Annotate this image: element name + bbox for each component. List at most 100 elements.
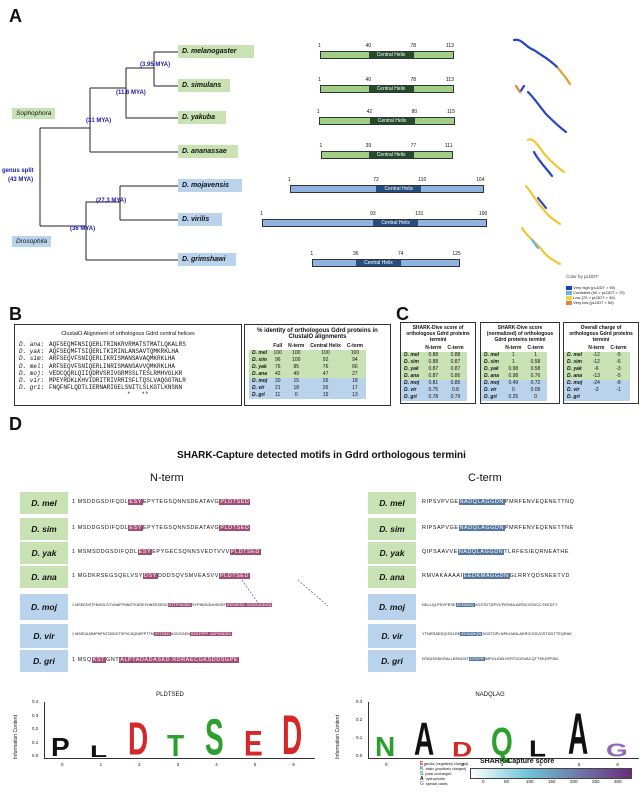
capture-species-label: D. ana <box>368 566 416 588</box>
logo-c-ylabel: Information Content <box>334 715 341 759</box>
aa-legend-label: acidic (negatively charged) <box>425 762 469 766</box>
motif-highlight: RDRAECGKSDDSGPE <box>171 657 240 663</box>
table-row-species: D. gri <box>252 392 265 398</box>
charge-title: Overall charge of orthologous Gdrd prote… <box>569 325 633 343</box>
score-tick: 100 <box>526 779 534 784</box>
table-cell: 0.98 <box>508 373 519 379</box>
sequence-segment: RIPSVPVGE <box>422 499 459 505</box>
aa-legend-label: hydrophobic <box>425 777 446 781</box>
table-header: C-term <box>610 345 627 351</box>
table-row-species: D. moj <box>567 380 583 386</box>
logo-x-tick: 1 <box>423 762 427 767</box>
logo-x-tick: 5 <box>577 762 581 767</box>
protein-bar: Central Helix <box>262 219 487 227</box>
table-cell: 94 <box>352 357 358 363</box>
plddt-legend-label: Low (70 > pLDDT > 50) <box>573 295 615 300</box>
logo-letter: G <box>606 739 629 761</box>
alignment-species: D. ana: <box>19 341 45 348</box>
table-header: C-term <box>527 345 544 351</box>
motif-highlight: NADQLAGGDN <box>458 525 505 531</box>
table-row-species: D. yak <box>252 364 267 370</box>
sequence-segment: AGDGGEN <box>170 632 190 636</box>
capture-species-label: D. moj <box>20 594 68 620</box>
protein-position-h1: 39 <box>365 143 372 149</box>
plddt-legend-title: Color by pLDDT <box>566 274 599 279</box>
table-cell: 76 <box>274 364 281 370</box>
alignment-species: D. vir: <box>19 377 45 385</box>
table-row-species: D. mel <box>252 350 268 356</box>
protein-position-end: 113 <box>445 77 454 83</box>
logo-y-tick: 0.1 <box>356 735 363 740</box>
table-row-species: D. vir <box>252 385 265 391</box>
logo-letter: L <box>89 741 107 761</box>
protein-position-h2: 131 <box>415 211 424 217</box>
table-row: D. sim-12-6 <box>564 359 630 366</box>
table-cell: -8 <box>616 380 621 386</box>
protein-position-h2: 78 <box>410 43 417 49</box>
logo-y-tick: 0.4 <box>32 699 39 704</box>
table-header <box>401 345 422 352</box>
logo-letter: N <box>375 730 396 762</box>
sequence-segment: DDDSQVSMVEASVV <box>157 573 219 579</box>
table-cell: 15 <box>322 392 329 398</box>
table-cell: 20 <box>274 378 281 384</box>
motif-highlight: SSGGDDDGQ <box>245 603 273 607</box>
alignment-species: D. yak: <box>19 348 45 356</box>
logo-x-tick: 1 <box>99 762 103 767</box>
protein-position-end: 164 <box>476 177 485 183</box>
logo-letter: D <box>452 737 473 761</box>
table-cell: 0.98 <box>508 366 519 372</box>
table-cell: 0.87 <box>428 373 439 379</box>
logo-letter: D <box>128 711 149 765</box>
motif-highlight: ESSSEED <box>226 603 246 607</box>
clade-sophophora: Sophophora <box>12 108 56 119</box>
alignment-species: D. gri: <box>19 384 45 392</box>
protein-position-h1: 40 <box>365 43 372 49</box>
species-yakuba: D. yakuba <box>178 111 226 124</box>
mya-3-95: (3.95 MYA) <box>140 62 171 68</box>
alphafold-structures <box>512 38 572 266</box>
protein-position-h1: 36 <box>352 251 359 257</box>
species-grimshawi: D. grimshawi <box>178 253 236 266</box>
table-cell: 0.87 <box>428 366 439 372</box>
table-cell: 26 <box>322 385 329 391</box>
motif-highlight: ESY <box>137 549 153 555</box>
table-cell: 0.86 <box>450 373 461 379</box>
central-helix-segment: Central Helix <box>376 186 422 192</box>
logo-x-tick: 4 <box>215 762 218 767</box>
logo-y-tick: 0.3 <box>356 699 363 704</box>
table-cell: 0.25 <box>508 394 519 400</box>
sequence-segment: 1 MSEDDSTFMVDLGYVNAFPNNSTKDREYHNSSSEDS <box>72 603 168 607</box>
sequence-segment: 1 MSDDGSDIFQDL <box>72 499 129 505</box>
table-row-species: D. mel <box>567 352 583 358</box>
table-row: D. moj-24-8 <box>564 380 630 387</box>
table-cell <box>607 394 629 401</box>
central-helix-segment: Central Helix <box>368 152 414 158</box>
table-cell: 26 <box>322 378 329 384</box>
table-row-species: D. ana <box>252 371 268 377</box>
table-cell: 92 <box>322 357 329 363</box>
table-cell <box>585 394 607 401</box>
sequence-segment: SYPNDSGNHSGRT <box>192 603 227 607</box>
alignment-species: D. moj: <box>19 369 45 377</box>
charge-table-box: Overall charge of orthologous Gdrd prote… <box>563 322 639 404</box>
alignment-sequence: AQFSEQMFNSIQERLTRINKRVRMATSTMATLQKALRS <box>49 341 186 348</box>
table-row-species: D. mel <box>484 352 500 358</box>
panel-label-d: D <box>9 414 22 434</box>
table-cell: -3 <box>616 366 621 372</box>
motif-highlight: DSY <box>142 573 158 579</box>
table-cell: 0 <box>294 392 298 398</box>
nterm-title: N-term <box>150 472 184 484</box>
table-header: N-term <box>288 343 305 349</box>
aa-legend-swatch: E <box>420 761 424 767</box>
mya-11-6: (11.6 MYA) <box>116 90 146 96</box>
nterm-sequence: 1 MSDDGSDIFQDLESYEPYTEGSQNNSDEATAVGPLDTS… <box>72 499 251 505</box>
panel-label-c: C <box>396 304 409 324</box>
